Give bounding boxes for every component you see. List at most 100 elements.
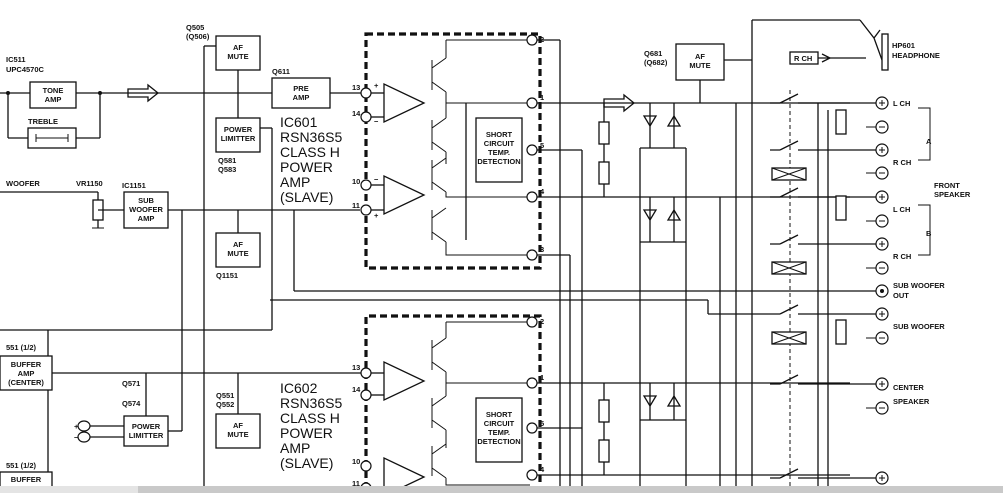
relay-switch-icon <box>770 140 850 151</box>
pin-14: 14 <box>352 385 361 394</box>
lch-label-b: L CH <box>893 205 910 214</box>
ic602-label-6: (SLAVE) <box>280 455 333 471</box>
group-b-label: B <box>926 229 932 238</box>
short-circuit-label-2: CIRCUIT <box>484 419 515 428</box>
ic511-part: UPC4570C <box>6 65 45 74</box>
junction <box>880 289 884 293</box>
sub-woofer-amp-label-2: WOOFER <box>129 205 163 214</box>
relay-switches <box>770 90 850 493</box>
af-mute-block-mid <box>215 232 261 268</box>
horizontal-scrollbar[interactable] <box>0 486 1003 493</box>
resistor <box>598 439 610 463</box>
bracket-b <box>918 204 931 256</box>
ic602-label-2: RSN36S5 <box>280 395 342 411</box>
ic601-label-4: POWER <box>280 159 333 175</box>
power-plus-icon <box>77 420 91 432</box>
relay-switch-icon <box>770 93 850 104</box>
pre-amp-label-2: AMP <box>293 93 310 102</box>
ic602-label-4: POWER <box>280 425 333 441</box>
scrollbar-thumb[interactable] <box>138 486 1003 493</box>
pin-terminal <box>526 249 538 261</box>
relay-switch-icon <box>770 234 850 245</box>
tone-amp-label-1: TONE <box>43 86 64 95</box>
output-transistor-icon <box>431 157 530 198</box>
short-circuit-label-4: DETECTION <box>477 437 520 446</box>
pin-3: 3 <box>540 245 544 254</box>
af-mute-label-1: AF <box>233 421 243 430</box>
pin-terminal <box>526 97 538 109</box>
pin-10: 10 <box>352 177 360 186</box>
af-mute-block-bottom <box>215 413 261 449</box>
af-mute-label-1: AF <box>695 52 705 61</box>
ground-stubs <box>866 126 876 409</box>
ic511-ref: IC511 <box>6 55 26 64</box>
pin-13: 13 <box>352 363 360 372</box>
pin-terminal <box>526 316 538 328</box>
pin-5: 5 <box>540 141 544 150</box>
resistor <box>598 121 610 145</box>
pin-terminal <box>526 34 538 46</box>
ic601-label-6: (SLAVE) <box>280 189 333 205</box>
ic602-label-1: IC602 <box>280 380 318 396</box>
af-mute-label-2: MUTE <box>227 430 248 439</box>
q551-ref: Q551 <box>216 391 234 400</box>
buffer-amp-center-label-3: (CENTER) <box>8 378 44 387</box>
ic551-ref-2: 551 (1/2) <box>6 461 37 470</box>
op-amp-triangle <box>383 174 426 216</box>
ic602-label-5: AMP <box>280 440 310 456</box>
lch-label-a: L CH <box>893 99 910 108</box>
rch-label-b: R CH <box>893 252 911 261</box>
tone-amp-label-2: AMP <box>45 95 62 104</box>
output-transistor-icon <box>431 383 447 448</box>
pin-10: 10 <box>352 457 360 466</box>
pin-1: 1 <box>540 373 544 382</box>
output-transistor-icon <box>431 40 530 104</box>
pin-13: 13 <box>352 83 360 92</box>
relay-switch-icon <box>770 468 850 479</box>
q505-ref-2: (Q506) <box>186 32 210 41</box>
pin-terminal <box>360 204 372 216</box>
power-limitter-block-top <box>215 117 261 153</box>
pin-11: 11 <box>352 479 360 488</box>
sub-woofer-amp-label-1: SUB <box>138 196 154 205</box>
short-circuit-label-1: SHORT <box>486 410 513 419</box>
hp601-ref: HP601 <box>892 41 915 50</box>
headphone-jack-body <box>881 33 889 71</box>
resistor <box>835 109 847 135</box>
sub-woofer-out-label-2: OUT <box>893 291 909 300</box>
tone-amp-block <box>29 81 77 109</box>
pre-amp-label-1: PRE <box>293 84 308 93</box>
sub-woofer-label: SUB WOOFER <box>893 322 945 331</box>
sub-woofer-amp-label-3: AMP <box>138 214 155 223</box>
pin-2: 2 <box>540 317 544 326</box>
buffer-amp-2-label-1: BUFFER <box>11 475 42 484</box>
pin-terminal <box>526 469 538 481</box>
ic601-label-2: RSN36S5 <box>280 129 342 145</box>
sub-woofer-out-label-1: SUB WOOFER <box>893 281 945 290</box>
headphone-jack-icon <box>830 19 883 61</box>
pin-terminal <box>360 389 372 401</box>
power-limitter-label-1: POWER <box>132 422 161 431</box>
short-circuit-label-3: TEMP. <box>488 428 510 437</box>
signal-arrow-icon <box>603 93 636 113</box>
pin-terminal <box>360 460 372 472</box>
pin-terminal <box>526 422 538 434</box>
front-speaker-label-1: FRONT <box>934 181 960 190</box>
pin-14: 14 <box>352 109 361 118</box>
output-transistor-icon <box>431 443 530 486</box>
woofer-in-label: WOOFER <box>6 179 40 188</box>
short-circuit-label-1: SHORT <box>486 130 513 139</box>
af-mute-block-right <box>675 43 725 81</box>
center-speaker-label-1: CENTER <box>893 383 924 392</box>
resistor <box>598 399 610 423</box>
ic601-label-5: AMP <box>280 174 310 190</box>
q571-ref: Q571 <box>122 379 140 388</box>
pin-plus: + <box>374 211 379 220</box>
output-transistor-icon <box>431 207 530 256</box>
ic601-label-1: IC601 <box>280 114 318 130</box>
buffer-amp-center-label-2: AMP <box>18 369 35 378</box>
short-circuit-block <box>475 117 523 183</box>
r-ch-tag-label: R CH <box>794 54 812 63</box>
short-circuit-label-3: TEMP. <box>488 148 510 157</box>
